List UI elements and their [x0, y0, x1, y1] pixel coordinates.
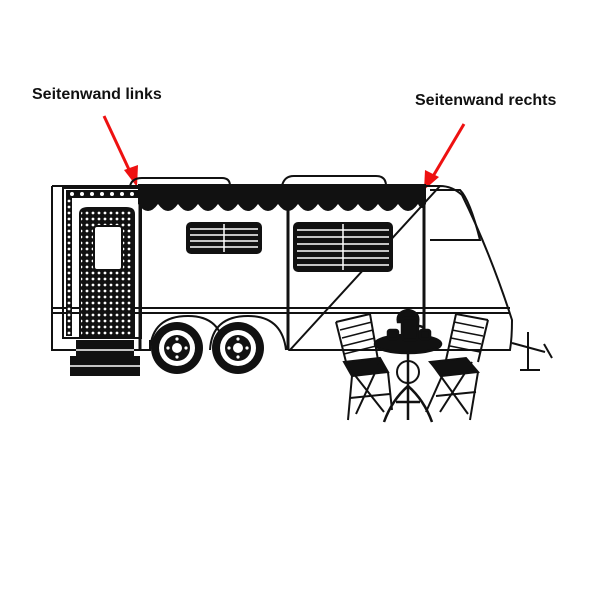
window-right-icon [293, 222, 393, 272]
bistro-chair-icon-left [335, 312, 393, 421]
label-right-sidewall: Seitenwand rechts [415, 92, 557, 109]
wheel-icon-1 [149, 314, 225, 374]
arrow-right [424, 123, 466, 190]
bistro-chair-icon-right [425, 312, 489, 421]
label-left-sidewall: Seitenwand links [32, 86, 162, 103]
door-icon [62, 187, 142, 339]
arrow-left [102, 115, 138, 187]
wheel-icon-2 [209, 314, 287, 374]
awning-icon [138, 184, 426, 350]
steps-icon [70, 340, 140, 376]
window-left-icon [186, 222, 262, 254]
